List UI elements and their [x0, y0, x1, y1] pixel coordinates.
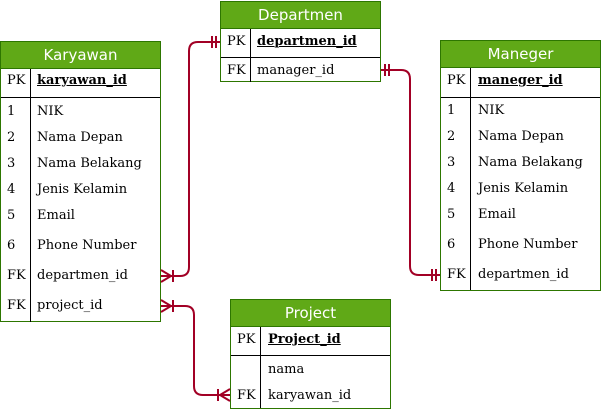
entity-title: Karyawan: [1, 42, 160, 69]
field-label: Nama Belakang: [478, 155, 583, 170]
key-label: 1: [447, 103, 456, 118]
field-label: Jenis Kelamin: [478, 181, 569, 196]
relation-karyawan-project: [161, 305, 230, 396]
key-label: 3: [447, 155, 456, 170]
field-label: Project_id: [268, 332, 341, 347]
entity-title: Departmen: [221, 2, 380, 29]
field-label: Nama Depan: [478, 129, 564, 144]
key-label: PK: [7, 73, 26, 88]
field-label: nama: [268, 362, 305, 377]
divider: [30, 97, 31, 322]
crowfoot-marker: [160, 299, 173, 313]
key-label: FK: [7, 268, 26, 283]
key-label: PK: [227, 34, 246, 49]
key-label: 6: [447, 237, 456, 252]
key-label: FK: [7, 298, 26, 313]
key-label: 5: [447, 207, 456, 222]
field-label: departmen_id: [37, 268, 128, 283]
field-label: Jenis Kelamin: [37, 182, 128, 197]
entity-title: Project: [231, 300, 390, 327]
entity-maneger[interactable]: Maneger PK maneger_id 1 NIK 2 Nama Depan 3…: [440, 40, 601, 291]
relation-departmen-maneger: [381, 69, 440, 276]
field-label: departmen_id: [257, 34, 357, 49]
entity-project[interactable]: Project PK Project_id nama FK karyawan_id: [230, 299, 391, 409]
entity-departmen[interactable]: Departmen PK departmen_id FK manager_id: [220, 1, 381, 82]
key-label: FK: [227, 63, 246, 78]
key-label: 5: [7, 208, 16, 223]
field-label: Phone Number: [478, 237, 578, 252]
divider: [231, 355, 390, 356]
field-label: NIK: [478, 103, 505, 118]
crowfoot-marker: [160, 269, 173, 283]
field-label: project_id: [37, 298, 103, 313]
key-label: 4: [7, 182, 16, 197]
key-label: 4: [447, 181, 456, 196]
crowfoot-marker: [218, 388, 231, 402]
entity-title: Maneger: [441, 41, 600, 68]
entity-karyawan[interactable]: Karyawan PK karyawan_id 1 NIK 2 Nama Depan…: [0, 41, 161, 322]
divider: [30, 69, 31, 97]
field-label: NIK: [37, 104, 64, 119]
key-label: 2: [7, 130, 16, 145]
key-label: FK: [237, 388, 256, 403]
field-label: karyawan_id: [268, 388, 352, 403]
divider: [441, 97, 600, 98]
key-label: PK: [237, 332, 256, 347]
field-label: maneger_id: [478, 73, 563, 88]
divider: [470, 68, 471, 290]
key-label: 1: [7, 104, 16, 119]
key-label: 6: [7, 238, 16, 253]
key-label: 3: [7, 156, 16, 171]
key-label: FK: [447, 267, 466, 282]
field-label: Phone Number: [37, 238, 137, 253]
divider: [250, 29, 251, 82]
field-label: manager_id: [257, 63, 335, 78]
divider: [260, 327, 261, 408]
key-label: 2: [447, 129, 456, 144]
field-label: departmen_id: [478, 267, 569, 282]
field-label: karyawan_id: [37, 73, 127, 88]
key-label: PK: [447, 73, 466, 88]
relation-karyawan-departmen: [161, 41, 220, 277]
field-label: Nama Depan: [37, 130, 123, 145]
divider: [221, 57, 380, 58]
field-label: Email: [37, 208, 75, 223]
field-label: Nama Belakang: [37, 156, 142, 171]
divider: [1, 97, 160, 98]
field-label: Email: [478, 207, 516, 222]
